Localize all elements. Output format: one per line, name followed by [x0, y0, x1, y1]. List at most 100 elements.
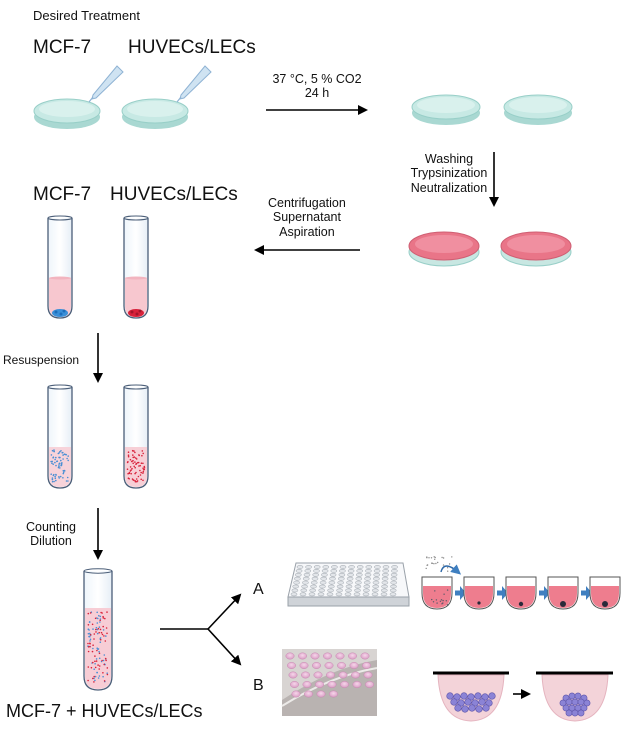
cell-dot — [96, 622, 99, 624]
cell-dot — [132, 456, 134, 459]
cell-dot — [58, 456, 61, 459]
plate-well — [326, 592, 334, 597]
cell — [574, 692, 582, 700]
incubation-line-1: 37 °C, 5 % CO2 — [272, 72, 362, 86]
cell-dot — [94, 675, 97, 678]
tube-huvec-pellet — [123, 215, 149, 319]
plate-well — [347, 572, 354, 577]
cell-dot — [98, 665, 101, 667]
cell-dot — [127, 454, 130, 457]
cell-dot — [93, 668, 95, 670]
cell-dot — [59, 450, 61, 453]
cell-dot — [55, 473, 57, 476]
cell-dot — [132, 462, 134, 465]
cell-dot — [94, 655, 96, 657]
cell-dot — [440, 599, 443, 601]
cell — [568, 692, 576, 700]
plate-well — [310, 580, 318, 585]
cell-dot — [134, 451, 136, 454]
cell-dot — [433, 563, 435, 565]
cell — [454, 704, 462, 712]
plate-well — [389, 592, 397, 597]
plate-well — [390, 584, 397, 589]
cell-dot — [89, 634, 92, 636]
cell-dot — [139, 469, 141, 472]
plate-well — [346, 580, 353, 585]
plate-well — [391, 565, 398, 569]
cell-dot — [93, 677, 95, 680]
wash-line-1: Washing — [424, 152, 474, 166]
plate-well — [290, 592, 298, 597]
cell-dot — [96, 632, 99, 635]
cell — [577, 698, 585, 706]
plate-well — [296, 565, 304, 569]
cell-dot — [102, 617, 105, 619]
cell-dot — [143, 468, 146, 471]
cell-dot — [446, 589, 449, 591]
culture-drop — [313, 671, 323, 679]
plate-well — [362, 592, 370, 597]
plate-well — [302, 576, 310, 581]
cell-dot — [57, 452, 60, 455]
cell-dot — [143, 465, 146, 468]
cell-dot — [96, 647, 98, 649]
cell-dot — [103, 680, 106, 682]
cell-dot — [97, 627, 100, 630]
cell-dot — [87, 679, 89, 682]
plate-well — [313, 569, 320, 573]
culture-drop — [323, 652, 332, 660]
cell-dot — [95, 631, 97, 633]
plate-well — [301, 584, 308, 589]
cell-dot — [106, 673, 109, 676]
cell-dot — [62, 458, 64, 460]
branch-arrows — [160, 593, 242, 666]
plate-well — [355, 572, 363, 577]
cell-dot — [99, 628, 102, 631]
culture-drop — [349, 662, 359, 669]
cell — [577, 709, 585, 717]
counting-line-1: Counting — [25, 520, 77, 534]
cell-dot — [66, 476, 69, 479]
cell-dot — [51, 462, 53, 465]
pipette-icon — [88, 65, 124, 103]
cell-dot — [133, 465, 135, 468]
cell-dot — [142, 472, 144, 474]
culture-drop — [351, 671, 360, 679]
plate-well — [355, 576, 363, 581]
resuspension-label: Resuspension — [3, 353, 80, 367]
cell-dot — [65, 480, 68, 482]
plate-well — [311, 576, 319, 581]
plate-well — [335, 592, 343, 597]
cell-dot — [97, 664, 99, 666]
cell-dot — [51, 460, 53, 463]
spheroid — [518, 601, 524, 607]
cell-dot — [99, 638, 102, 641]
cell — [482, 704, 490, 712]
culture-drop — [329, 690, 338, 698]
plate-well — [322, 565, 330, 569]
cell-dot — [92, 644, 94, 646]
plate-well — [292, 584, 300, 589]
cell-dot — [56, 460, 58, 463]
cell-dot — [431, 598, 433, 601]
cell-dot — [101, 612, 103, 614]
culture-drop — [285, 652, 295, 660]
cell-dot — [92, 647, 94, 650]
plate-well — [318, 588, 326, 593]
cell-dot — [89, 645, 91, 648]
cell-dot — [102, 615, 104, 618]
plate-well — [354, 584, 362, 589]
cell-dot — [435, 599, 438, 601]
centrifuge-line-3: Aspiration — [279, 224, 335, 239]
plate-well — [372, 580, 380, 585]
cell-dot — [430, 557, 433, 559]
cell-dot — [53, 450, 55, 453]
wash-line-3: Neutralization — [410, 180, 488, 195]
plate-well — [320, 576, 328, 581]
culture-drop — [337, 662, 346, 669]
cell-dot — [51, 480, 54, 483]
plate-well — [354, 588, 361, 593]
cell — [583, 699, 591, 707]
cell-dot — [92, 628, 94, 630]
cell-dot — [103, 654, 106, 656]
